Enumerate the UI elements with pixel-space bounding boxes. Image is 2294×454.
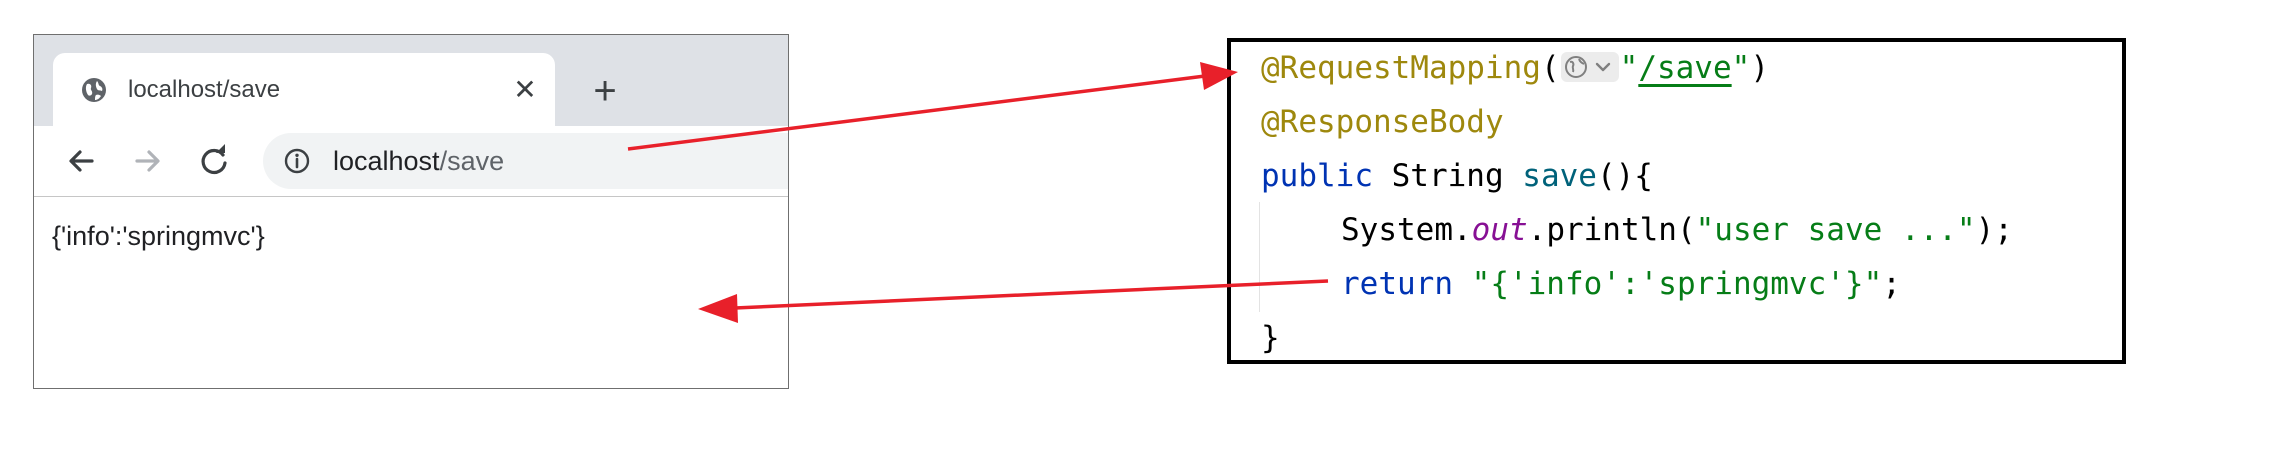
code-line-method-signature: public String save(){ <box>1261 156 1653 196</box>
browser-toolbar: localhost/save <box>34 126 788 197</box>
system-object: System. <box>1341 212 1472 248</box>
return-semicolon: ; <box>1882 266 1901 302</box>
static-field-out: out <box>1471 212 1528 248</box>
code-line-println: System.out.println("user save ..."); <box>1341 210 2013 250</box>
annotation-request-mapping: @RequestMapping <box>1261 50 1541 86</box>
code-line-response-body: @ResponseBody <box>1261 102 1504 142</box>
return-space <box>1453 266 1472 302</box>
page-response-text: {'info':'springmvc'} <box>52 221 265 251</box>
quote-close: " <box>1731 50 1751 86</box>
arrow-left-icon[interactable] <box>61 141 101 181</box>
endpoint-inlay-hint[interactable] <box>1560 51 1619 82</box>
arrow-right-icon[interactable] <box>128 141 168 181</box>
return-type: String <box>1372 158 1523 194</box>
tab-strip: localhost/save ✕ + <box>34 35 788 126</box>
reload-icon[interactable] <box>194 141 234 181</box>
address-bar[interactable]: localhost/save <box>263 133 788 189</box>
code-line-return: return "{'info':'springmvc'}"; <box>1341 264 1901 304</box>
println-call: .println( <box>1527 212 1696 248</box>
keyword-return: return <box>1341 266 1453 302</box>
globe-icon <box>82 78 106 102</box>
info-icon[interactable] <box>283 147 311 175</box>
code-editor-panel: @RequestMapping( "/save") @ResponseBody p… <box>1227 38 2126 364</box>
globe-icon <box>1564 55 1587 78</box>
method-name: save <box>1522 158 1597 194</box>
code-line-request-mapping: @RequestMapping( "/save") <box>1261 48 1769 88</box>
keyword-public: public <box>1261 158 1373 194</box>
return-string: "{'info':'springmvc'}" <box>1471 266 1883 302</box>
url-path: /save <box>439 146 505 176</box>
indent-guide <box>1259 202 1260 312</box>
new-tab-button[interactable]: + <box>593 69 617 113</box>
browser-window: localhost/save ✕ + localhost/save {'info… <box>33 34 789 389</box>
open-paren: ( <box>1540 50 1560 86</box>
code-line-closing-brace: } <box>1261 318 1280 358</box>
mapping-path[interactable]: /save <box>1638 50 1732 86</box>
println-string: "user save ..." <box>1695 212 1976 248</box>
closing-brace: } <box>1261 320 1280 356</box>
tab-localhost-save[interactable]: localhost/save ✕ <box>53 53 555 126</box>
println-end: ); <box>1975 212 2013 248</box>
close-paren: ) <box>1750 50 1769 86</box>
annotation-response-body: @ResponseBody <box>1261 104 1504 140</box>
close-icon[interactable]: ✕ <box>513 74 537 105</box>
url-host: localhost <box>333 146 440 176</box>
url-text[interactable]: localhost/save <box>333 144 504 178</box>
tab-title: localhost/save <box>128 76 281 103</box>
quote-open: " <box>1619 50 1639 86</box>
chevron-down-icon <box>1595 62 1610 71</box>
method-params: (){ <box>1596 158 1653 194</box>
